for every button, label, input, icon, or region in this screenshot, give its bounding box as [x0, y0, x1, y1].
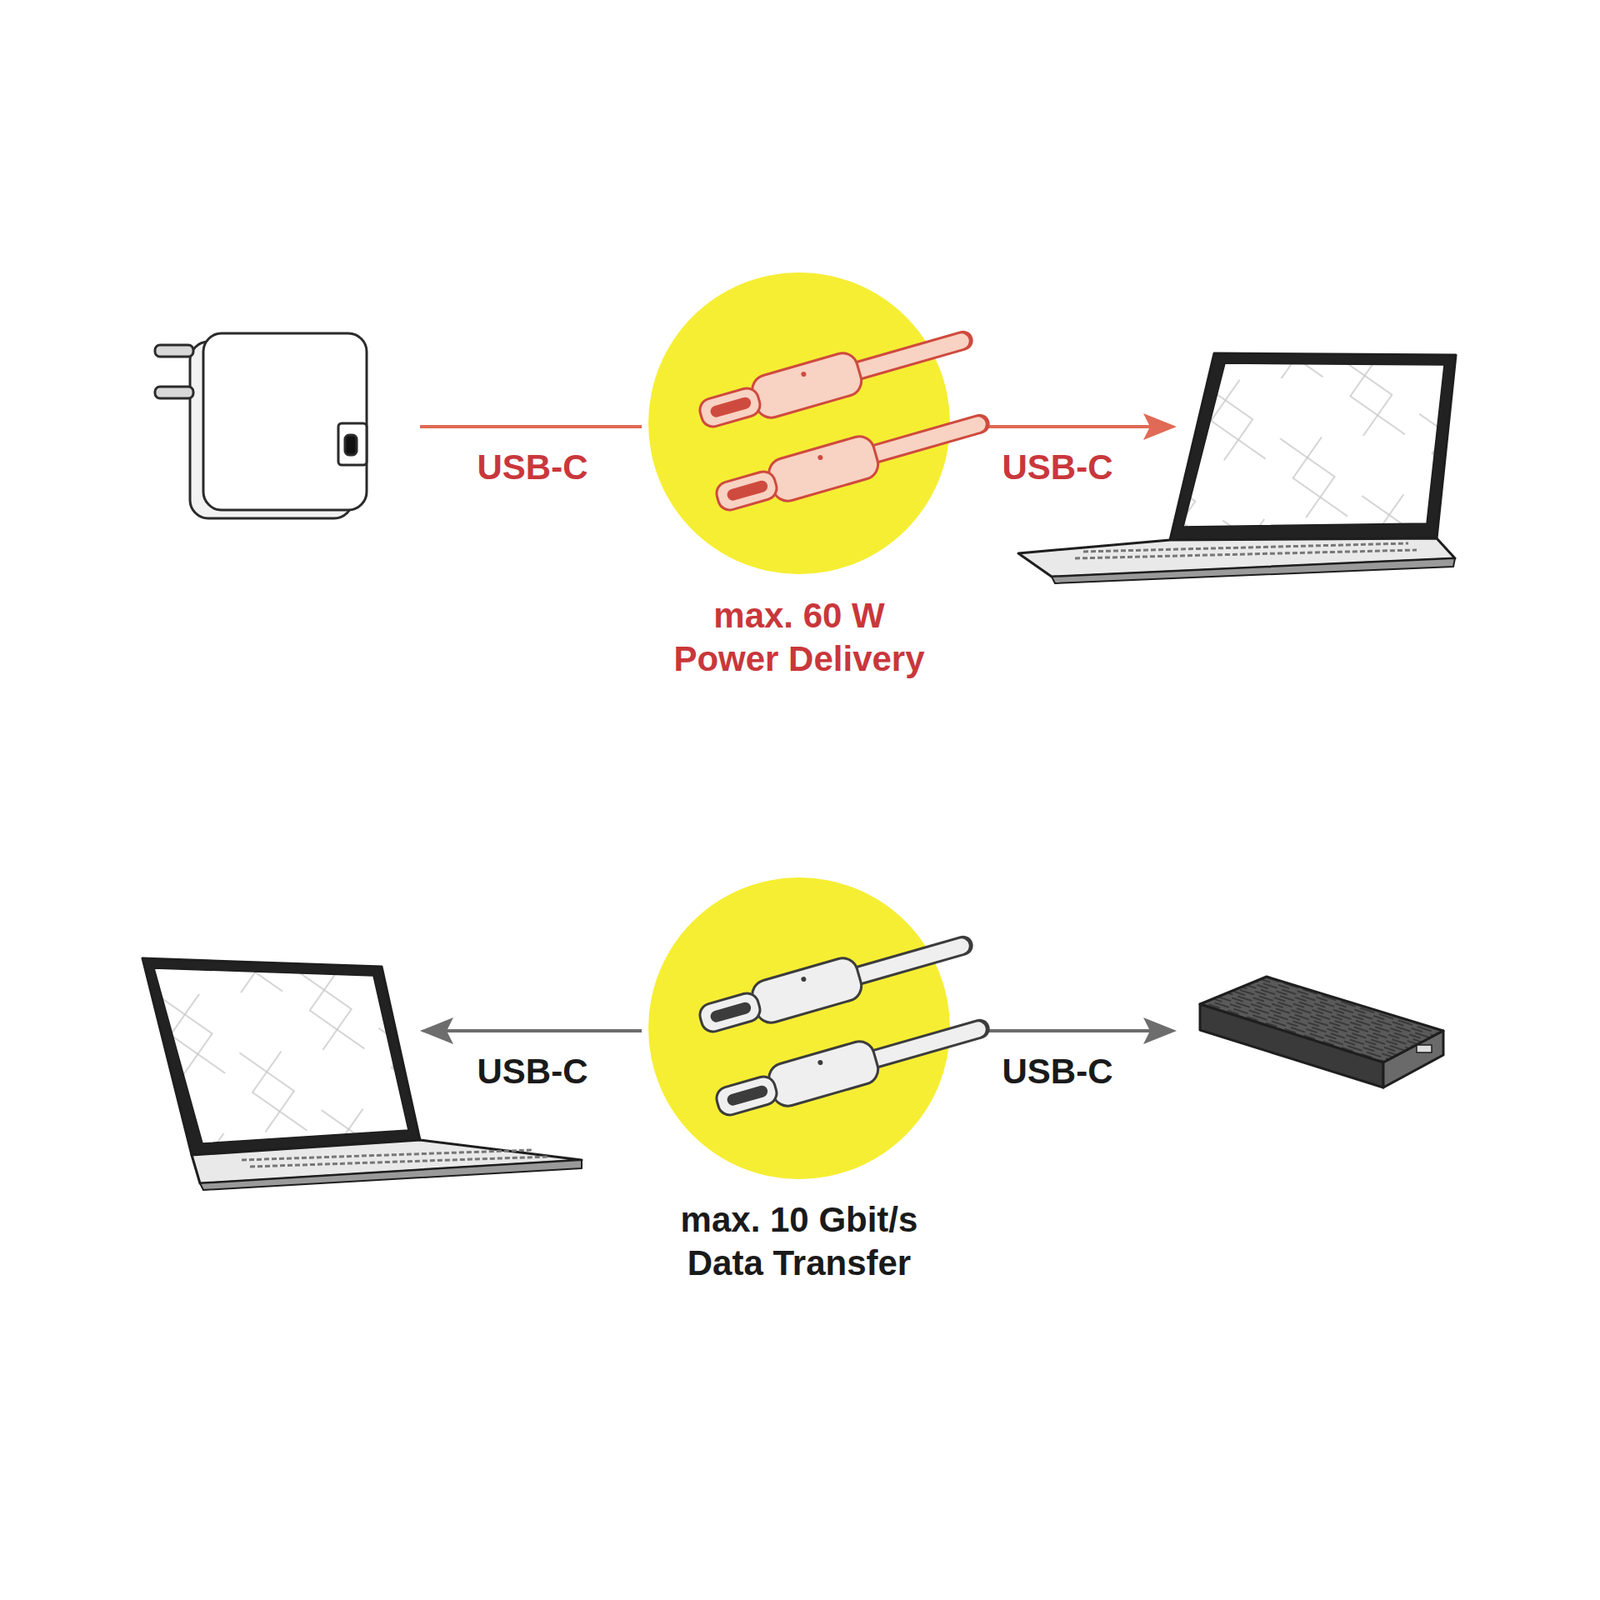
connector-type: USB-C — [474, 1050, 592, 1093]
cable-badge: max. 10 Gbit/s Data Transfer — [565, 869, 1033, 1285]
connector-type: USB-C — [474, 446, 592, 489]
feature-caption: max. 10 Gbit/s Data Transfer — [679, 1198, 920, 1285]
connector-type: USB-C — [999, 446, 1117, 489]
yellow-circle — [565, 869, 1033, 1188]
yellow-circle — [565, 264, 1033, 583]
charger — [155, 333, 367, 519]
feature-caption: max. 60 W Power Delivery — [672, 594, 927, 681]
hard-drive — [1200, 976, 1444, 1088]
connector-type: USB-C — [999, 1050, 1117, 1093]
cable-badge: max. 60 W Power Delivery — [565, 264, 1033, 681]
